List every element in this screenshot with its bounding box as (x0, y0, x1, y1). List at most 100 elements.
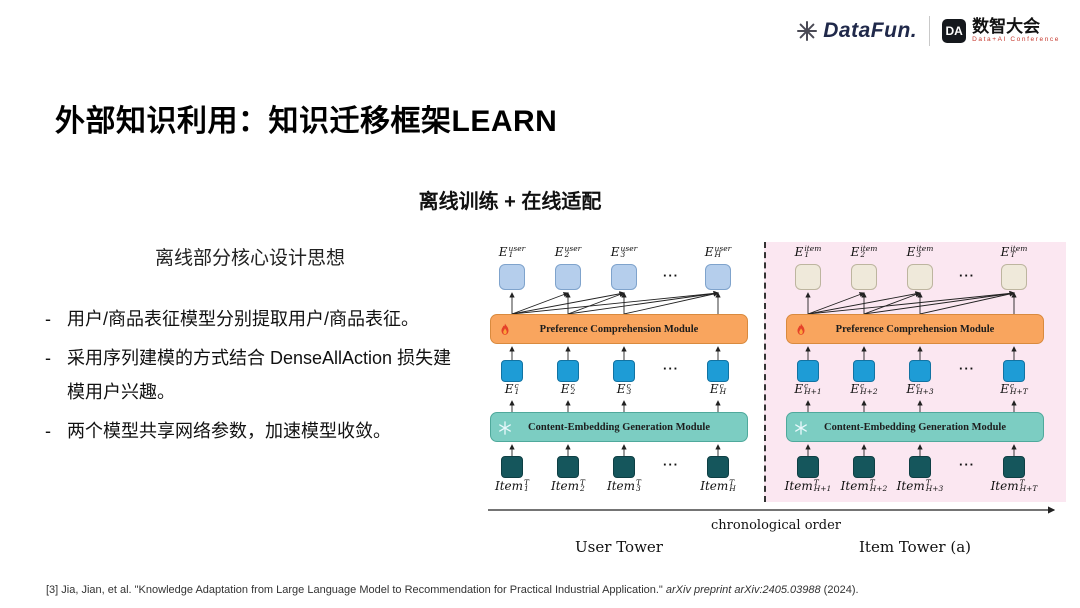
list-item: - 用户/商品表征模型分别提取用户/商品表征。 (45, 302, 467, 337)
item-token-box (557, 456, 579, 478)
content-embedding-box (501, 360, 523, 382)
content-embedding-box (909, 360, 931, 382)
bullet-marker: - (45, 309, 51, 329)
da-logo-title: 数智大会 (972, 17, 1041, 37)
up-arrows (509, 444, 721, 456)
ellipsis: ··· (959, 361, 975, 376)
item-token-box (501, 456, 523, 478)
left-panel-heading: 离线部分核心设计思想 (155, 248, 346, 269)
bullet-marker: - (45, 347, 51, 368)
item-token-box (707, 456, 729, 478)
ellipsis: ··· (663, 361, 679, 376)
da-logo-texts: 数智大会 Data+AI Conference (972, 18, 1060, 44)
logo-divider (929, 16, 931, 46)
chronological-axis-label: chronological order (711, 518, 841, 533)
item-embedding-box (907, 264, 933, 290)
item-token-box (797, 456, 819, 478)
content-embedding-generation-module: Content-Embedding Generation Module (490, 412, 748, 442)
item-tower-label: Item Tower (a) (859, 538, 971, 556)
up-arrows (805, 444, 1017, 456)
da-logo-subtitle: Data+AI Conference (972, 36, 1060, 44)
content-embedding-box (613, 360, 635, 382)
item-token-box (1003, 456, 1025, 478)
module-label: Preference Comprehension Module (835, 323, 995, 335)
snowflake-icon (794, 421, 808, 435)
ellipsis: ··· (959, 268, 975, 283)
content-embedding-box (557, 360, 579, 382)
bullet-text: 两个模型共享网络参数，加速模型收敛。 (67, 420, 391, 441)
datafun-starburst-icon (797, 21, 818, 41)
module-label: Preference Comprehension Module (539, 323, 699, 335)
up-arrows (805, 346, 1017, 360)
user-embedding-box (555, 264, 581, 290)
item-embedding-box (851, 264, 877, 290)
citation-end: (2024). (820, 584, 859, 596)
content-embedding-box (1003, 360, 1025, 382)
fire-icon (498, 323, 512, 337)
da-conference-logo: DA 数智大会 Data+AI Conference (942, 18, 1060, 44)
ellipsis: ··· (959, 457, 975, 472)
content-embedding-box (707, 360, 729, 382)
item-embedding-box (1001, 264, 1027, 290)
item-token-box (909, 456, 931, 478)
up-arrows (805, 400, 1017, 412)
bullet-list: - 用户/商品表征模型分别提取用户/商品表征。 - 采用序列建模的方式结合 De… (45, 302, 467, 452)
list-item: - 采用序列建模的方式结合 DenseAllAction 损失建模用户兴趣。 (45, 341, 467, 410)
item-embedding-box (795, 264, 821, 290)
content-embedding-box (853, 360, 875, 382)
ellipsis: ··· (663, 268, 679, 283)
ellipsis: ··· (663, 457, 679, 472)
up-arrows (509, 400, 721, 412)
user-embedding-box (705, 264, 731, 290)
citation: [3] Jia, Jian, et al. "Knowledge Adaptat… (46, 584, 859, 596)
up-arrows (509, 346, 721, 360)
fire-icon (794, 323, 808, 337)
module-label: Content-Embedding Generation Module (823, 421, 1006, 433)
bullet-text: 用户/商品表征模型分别提取用户/商品表征。 (67, 309, 419, 329)
datafun-logo-text: DataFun. (823, 19, 918, 42)
bullet-text: 采用序列建模的方式结合 DenseAllAction 损失建模用户兴趣。 (67, 347, 452, 403)
datafun-logo: DataFun. (797, 19, 917, 43)
subtitle: 离线训练 + 在线适配 (418, 191, 602, 213)
item-token-box (613, 456, 635, 478)
snowflake-icon (498, 421, 512, 435)
chronological-axis (488, 506, 1056, 514)
user-tower-label: User Tower (575, 538, 663, 556)
page-title: 外部知识利用：知识迁移框架LEARN (55, 105, 558, 139)
da-badge: DA (942, 19, 967, 43)
preference-comprehension-module: Preference Comprehension Module (786, 314, 1044, 344)
item-token-box (853, 456, 875, 478)
citation-italic: arXiv preprint arXiv:2405.03988 (665, 584, 821, 596)
citation-text: [3] Jia, Jian, et al. "Knowledge Adaptat… (46, 584, 666, 596)
content-embedding-box (797, 360, 819, 382)
module-label: Content-Embedding Generation Module (527, 421, 710, 433)
attention-fan-arrows (805, 290, 1017, 314)
